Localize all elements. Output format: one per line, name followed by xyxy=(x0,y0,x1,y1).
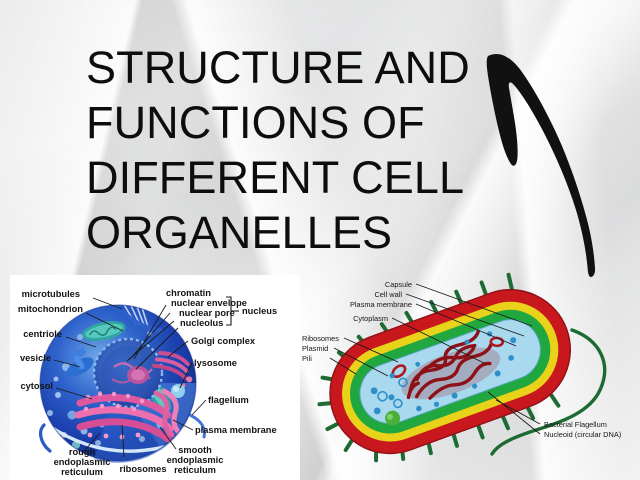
title-line-4: ORGANELLES xyxy=(86,207,393,258)
black-swoosh-ribbon-icon xyxy=(486,53,596,277)
animal-cell-body xyxy=(39,304,197,463)
label-ribosomes-bact: Ribosomes xyxy=(302,334,339,343)
label-rough-er: rough endoplasmic reticulum xyxy=(54,447,111,477)
label-microtubules: microtubules xyxy=(22,289,80,299)
label-nuclear-envelope: nuclear envelope xyxy=(171,298,247,308)
label-nucleoid: Nucleoid (circular DNA) xyxy=(544,430,621,439)
golgi-complex-shape xyxy=(151,351,193,389)
label-golgi-complex: Golgi complex xyxy=(191,336,256,346)
label-smooth-er-line2: endoplasmic xyxy=(167,455,224,465)
label-cytoplasm: Cytoplasm xyxy=(353,314,388,323)
label-smooth-er: smooth endoplasmic reticulum xyxy=(167,445,224,475)
label-rough-er-line2: endoplasmic xyxy=(54,457,111,467)
label-cytosol: cytosol xyxy=(20,381,53,391)
label-centriole: centriole xyxy=(23,329,62,339)
label-chromatin: chromatin xyxy=(166,288,211,298)
label-vesicle: vesicle xyxy=(20,353,51,363)
nucleus-shape xyxy=(92,337,164,409)
label-rough-er-line1: rough xyxy=(69,447,96,457)
label-pili: Pili xyxy=(302,354,312,363)
label-lysosome: lysosome xyxy=(194,358,237,368)
page-title: STRUCTURE AND FUNCTIONS OF DIFFERENT CEL… xyxy=(86,40,486,260)
label-nucleolus: nucleolus xyxy=(180,318,223,328)
label-ribosomes: ribosomes xyxy=(119,464,166,474)
mitochondrion-shape xyxy=(82,321,126,341)
bacterial-cell-image: Capsule Cell wall Plasma membrane Cytopl… xyxy=(300,272,640,480)
label-nuclear-pore: nuclear pore xyxy=(179,308,235,318)
nucleus-bracket-icon xyxy=(226,296,239,326)
bacterial-flagellum-shape xyxy=(490,328,607,456)
label-flagellum: flagellum xyxy=(208,395,249,405)
label-cell-wall: Cell wall xyxy=(374,290,402,299)
label-plasmid: Plasmid xyxy=(302,344,328,353)
label-plasma-membrane: plasma membrane xyxy=(195,425,277,435)
label-smooth-er-line3: reticulum xyxy=(174,465,216,475)
label-plasma-membrane-bact: Plasma membrane xyxy=(350,300,412,309)
label-smooth-er-line1: smooth xyxy=(178,445,212,455)
label-capsule: Capsule xyxy=(385,280,412,289)
label-mitochondrion: mitochondrion xyxy=(18,304,83,314)
centriole-shape xyxy=(69,348,86,370)
title-line-3: DIFFERENT CELL xyxy=(86,152,465,203)
bacteria-body xyxy=(317,272,572,463)
nucleoid-shape xyxy=(406,329,493,400)
title-line-2: FUNCTIONS OF xyxy=(86,97,425,148)
smooth-er-shape xyxy=(153,388,185,438)
title-line-1: STRUCTURE AND xyxy=(86,42,470,93)
label-bacterial-flagellum: Bacterial Flagellum xyxy=(544,420,607,429)
label-nucleus-bracket: nucleus xyxy=(242,306,277,316)
animal-cell-image: microtubules mitochondrion centriole ves… xyxy=(10,275,300,480)
label-rough-er-line3: reticulum xyxy=(61,467,103,477)
